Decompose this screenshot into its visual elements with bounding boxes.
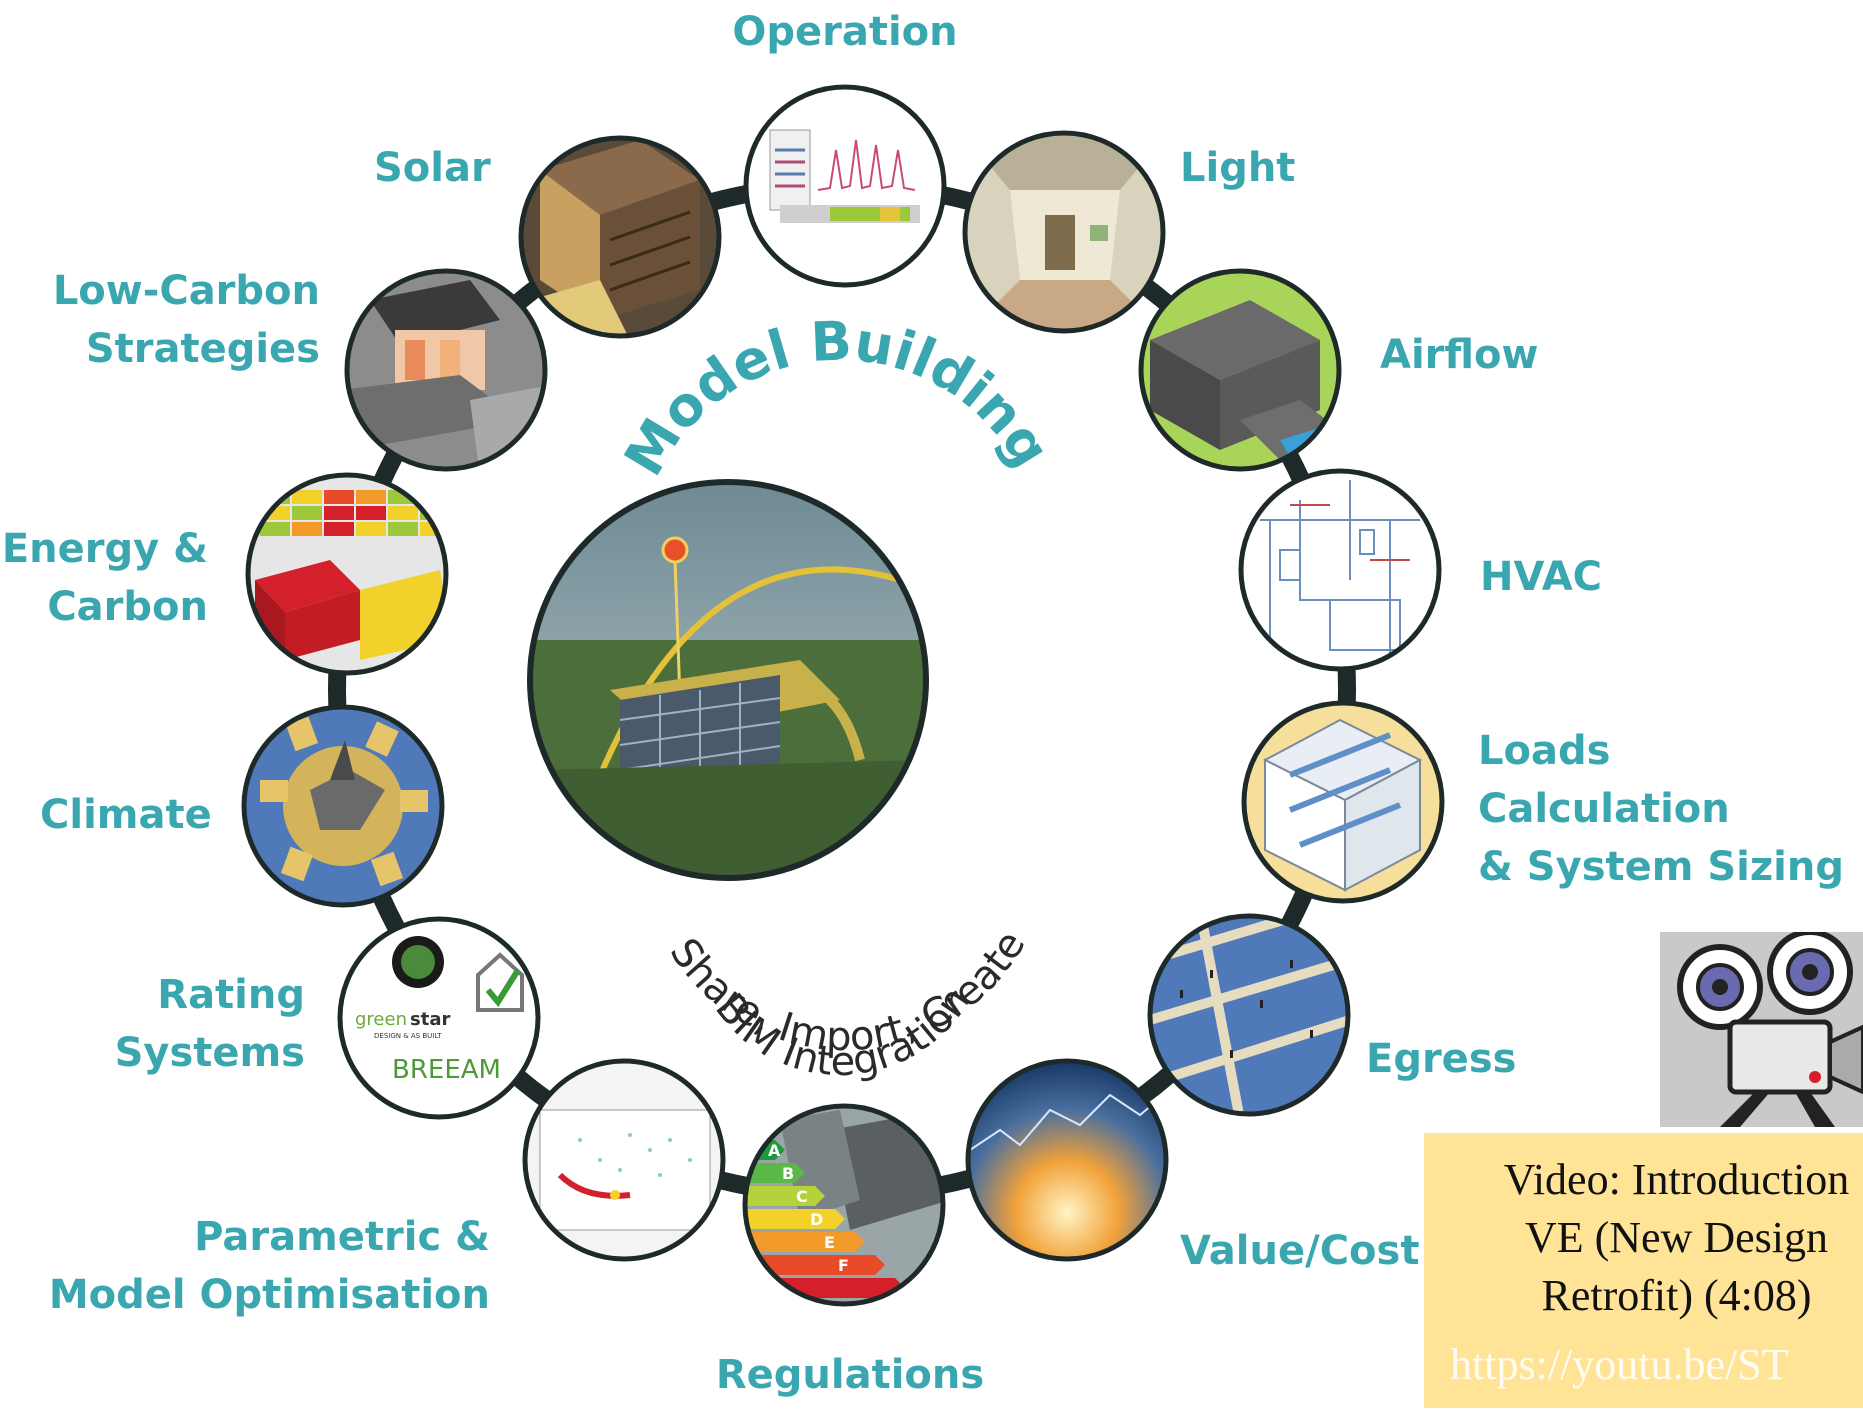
- rating-letter-c: C: [796, 1187, 808, 1206]
- label-regulations: Regulations: [715, 1352, 985, 1398]
- node-low-carbon[interactable]: [341, 265, 551, 475]
- video-title: Video: Introduction VE (New Design Retro…: [1503, 1155, 1850, 1320]
- house-check-logo: [476, 952, 524, 1012]
- model-building-title: Model Building: [612, 309, 1062, 486]
- node-rating-systems[interactable]: green star DESIGN & AS BUILT BREEAM: [334, 913, 544, 1123]
- node-climate[interactable]: [238, 701, 448, 911]
- rating-letter-b: B: [782, 1164, 794, 1183]
- label-climate: Climate: [40, 792, 212, 838]
- label-operation: Operation: [732, 9, 958, 55]
- node-loads[interactable]: [1238, 697, 1448, 907]
- label-energy-carbon: Energy &Carbon: [1, 526, 208, 630]
- node-hvac[interactable]: [1235, 465, 1445, 675]
- node-egress[interactable]: [1144, 900, 1354, 1120]
- node-value-cost[interactable]: [962, 1055, 1172, 1265]
- greenstar-subtitle: DESIGN & AS BUILT: [374, 1032, 442, 1040]
- node-airflow[interactable]: [1135, 265, 1345, 475]
- label-light: Light: [1180, 145, 1296, 191]
- label-parametric: Parametric &Model Optimisation: [48, 1214, 490, 1318]
- greenstar-logo-a: green: [355, 1009, 407, 1030]
- label-egress: Egress: [1366, 1036, 1517, 1082]
- node-operation[interactable]: [740, 80, 950, 290]
- greenstar-logo-b: star: [410, 1009, 450, 1030]
- video-link[interactable]: https://youtu.be/ST: [1450, 1340, 1789, 1389]
- label-hvac: HVAC: [1480, 554, 1603, 600]
- label-value-cost: Value/Cost: [1180, 1228, 1420, 1274]
- node-regulations[interactable]: A B C D E F: [739, 1100, 950, 1310]
- node-energy-carbon[interactable]: [242, 469, 452, 679]
- rating-letter-a: A: [768, 1141, 781, 1160]
- label-solar: Solar: [374, 145, 491, 191]
- node-light[interactable]: [960, 130, 1170, 340]
- film-projector-icon: [1677, 929, 1863, 1127]
- node-solar[interactable]: [515, 132, 725, 342]
- breeam-logo: BREEAM: [392, 1055, 501, 1085]
- video-icon[interactable]: [1660, 929, 1863, 1127]
- rating-letter-d: D: [810, 1210, 823, 1229]
- center-model-building[interactable]: [527, 479, 929, 881]
- label-airflow: Airflow: [1380, 332, 1539, 378]
- rating-letter-e: E: [824, 1233, 835, 1252]
- video-caption[interactable]: Video: Introduction VE (New Design Retro…: [1424, 1133, 1863, 1408]
- rating-letter-f: F: [838, 1256, 849, 1275]
- node-parametric[interactable]: [519, 1055, 729, 1265]
